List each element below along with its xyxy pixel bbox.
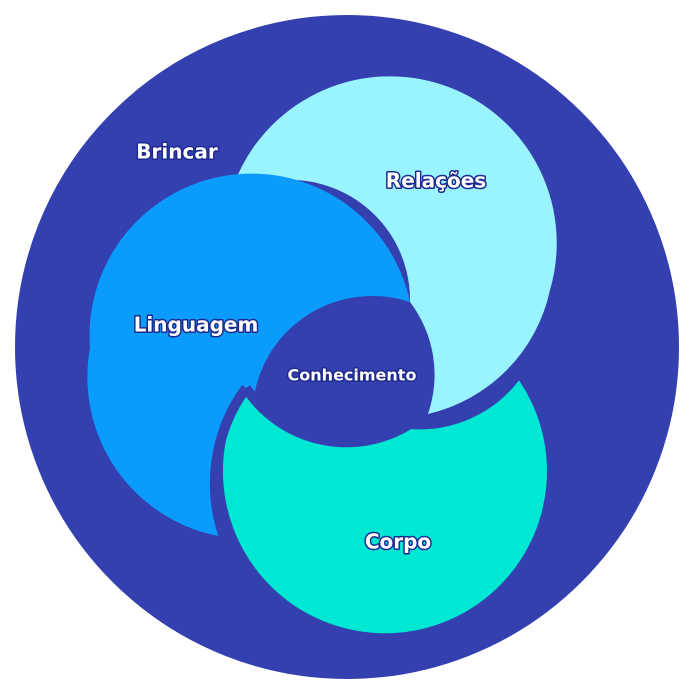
petal-relacoes (230, 76, 557, 414)
label-relacoes: Relações (386, 169, 486, 193)
label-conhecimento: Conhecimento (288, 366, 417, 385)
label-brincar: Brincar (136, 140, 218, 164)
separator-corpo-top (241, 372, 521, 448)
label-corpo: Corpo (365, 530, 431, 554)
separator-corpo-left (209, 385, 251, 539)
label-linguagem: Linguagem (134, 313, 259, 337)
petal-linguagem (87, 173, 411, 537)
petal-corpo (222, 376, 547, 634)
